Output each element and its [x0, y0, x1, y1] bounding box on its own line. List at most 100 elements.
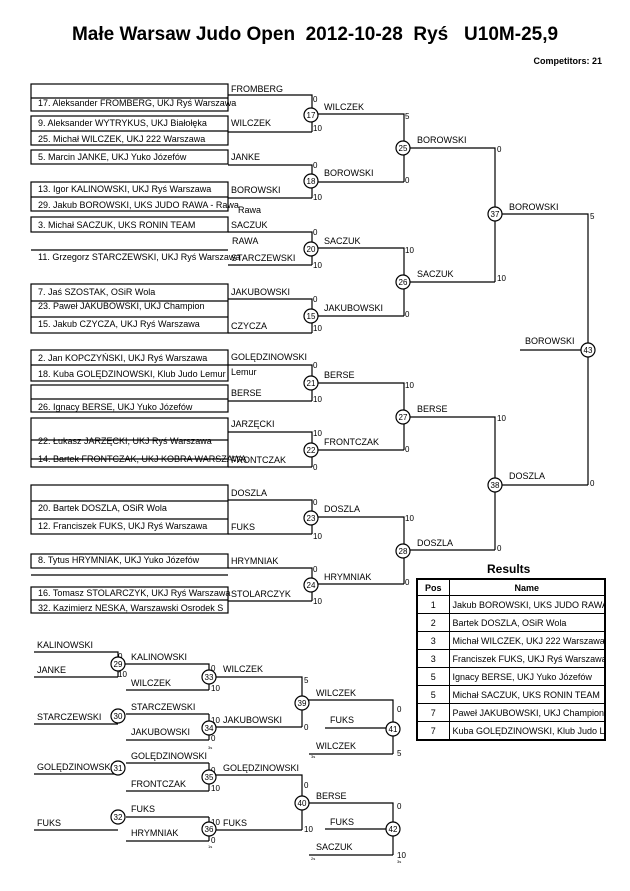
small-mark: 3s — [208, 745, 212, 750]
score-label: 10 — [497, 414, 506, 423]
result-name: Bartek DOSZLA, OSiR Wola — [448, 613, 606, 632]
match-number: 28 — [399, 547, 408, 556]
match-number-circle — [201, 669, 217, 685]
match-number-circle — [303, 375, 319, 391]
competitor-entry: 20. Bartek DOSZLA, OSiR Wola — [38, 503, 167, 513]
score-label: 5 — [304, 676, 309, 685]
match-number: 23 — [307, 514, 316, 523]
competitor-name: HRYMNIAK — [231, 556, 278, 566]
competitor-name: JANKE — [37, 665, 66, 675]
competitor-name: BOROWSKI — [324, 168, 374, 178]
bracket-line — [312, 113, 405, 182]
bracket-line — [404, 416, 496, 550]
competitor-name: STARCZEWSKI — [37, 712, 101, 722]
match-number: 41 — [389, 725, 398, 734]
competitor-name: DOSZLA — [231, 488, 267, 498]
score-label: 0 — [397, 705, 402, 714]
competitor-entry: 2. Jan KOPCZYŃSKI, UKJ Ryś Warszawa — [38, 353, 207, 363]
match-number: 42 — [389, 825, 398, 834]
competitor-name: BOROWSKI — [417, 135, 467, 145]
competitor-entry: 14. Bartek FRONTCZAK, UKJ KOBRA WARSZAWA — [38, 454, 247, 464]
entry-box — [30, 553, 229, 569]
competitor-name: GOLĘDZINOWSKI — [223, 763, 299, 773]
match-number: 26 — [399, 278, 408, 287]
competitor-name: WILCZEK — [223, 664, 263, 674]
match-number: 17 — [307, 111, 316, 120]
score-label: 0 — [304, 781, 309, 790]
results-title: Results — [487, 562, 531, 576]
score-label: 0 — [313, 498, 318, 507]
competitor-name: FROMBERG — [231, 84, 283, 94]
score-label: 10 — [497, 274, 506, 283]
match-number-circle — [395, 274, 411, 290]
result-pos: 7 — [416, 703, 450, 722]
score-label: 10 — [313, 124, 322, 133]
match-number-circle — [303, 510, 319, 526]
match-number-circle — [303, 241, 319, 257]
match-number-circle — [487, 206, 503, 222]
score-label: 10 — [313, 395, 322, 404]
score-label: 0 — [313, 161, 318, 170]
match-number: 43 — [584, 346, 593, 355]
competitor-name: BERSE — [417, 404, 448, 414]
competitor-name: BERSE — [316, 791, 347, 801]
score-label: 0 — [590, 479, 595, 488]
competitor-entry: 32. Kazimierz NESKA, Warszawski Osrodek … — [38, 603, 223, 613]
entry-box — [30, 417, 229, 468]
competitor-name: WILCZEK — [231, 118, 271, 128]
score-label: 0 — [313, 295, 318, 304]
match-number: 39 — [298, 699, 307, 708]
competitor-entry: 5. Marcin JANKE, UKJ Yuko Józefów — [38, 152, 187, 162]
match-number: 31 — [114, 764, 123, 773]
entry-box — [30, 216, 229, 233]
score-label: 0 — [397, 802, 402, 811]
competitor-name: WILCZEK — [324, 102, 364, 112]
competitor-entry: 12. Franciszek FUKS, UKJ Ryś Warszawa — [38, 521, 207, 531]
match-number-circle — [487, 477, 503, 493]
match-number: 30 — [114, 712, 123, 721]
match-number: 25 — [399, 144, 408, 153]
bracket-line — [312, 516, 405, 584]
competitor-name: STARCZEWSKI — [231, 253, 295, 263]
result-name: Ignacy BERSE, UKJ Yuko Józefów — [448, 667, 606, 686]
competitor-name: HRYMNIAK — [324, 572, 371, 582]
result-pos: 5 — [416, 685, 450, 704]
result-pos: 2 — [416, 613, 450, 632]
competitor-entry: 16. Tomasz STOLARCZYK, UKJ Ryś Warszawa — [38, 588, 230, 598]
result-pos: 1 — [416, 595, 450, 614]
competitor-name: BOROWSKI — [231, 185, 281, 195]
score-label: 0 — [211, 734, 216, 743]
score-label: 0 — [313, 565, 318, 574]
competitor-entry: 11. Grzegorz STARCZEWSKI, UKJ Ryś Warsza… — [38, 252, 240, 262]
result-name: Franciszek FUKS, UKJ Ryś Warszawa — [448, 649, 606, 668]
match-number-circle — [385, 821, 401, 837]
match-number: 38 — [491, 481, 500, 490]
competitor-name: BERSE — [324, 370, 355, 380]
competitor-name: SACZUK — [417, 269, 454, 279]
competitor-entry: 18. Kuba GOLĘDZINOWSKI, Klub Judo Lemur — [38, 369, 226, 379]
competitor-name: JAKUBOWSKI — [324, 303, 383, 313]
match-number: 27 — [399, 413, 408, 422]
score-label: 0 — [304, 723, 309, 732]
score-label: 10 — [397, 851, 406, 860]
page-title: Małe Warsaw Judo Open 2012-10-28 Ryś U10… — [71, 24, 559, 45]
match-number-circle — [395, 543, 411, 559]
score-label: 10 — [313, 429, 322, 438]
competitor-name: WILCZEK — [131, 678, 171, 688]
bracket-line — [312, 247, 405, 316]
competitor-name: FUKS — [330, 715, 354, 725]
match-number: 21 — [307, 379, 316, 388]
match-number-circle — [303, 308, 319, 324]
match-number-circle — [201, 720, 217, 736]
competitor-name: RAWA — [232, 236, 258, 246]
competitors-count: Competitors: 21 — [533, 56, 602, 66]
score-label: 5 — [590, 212, 595, 221]
result-pos: 3 — [416, 631, 450, 650]
